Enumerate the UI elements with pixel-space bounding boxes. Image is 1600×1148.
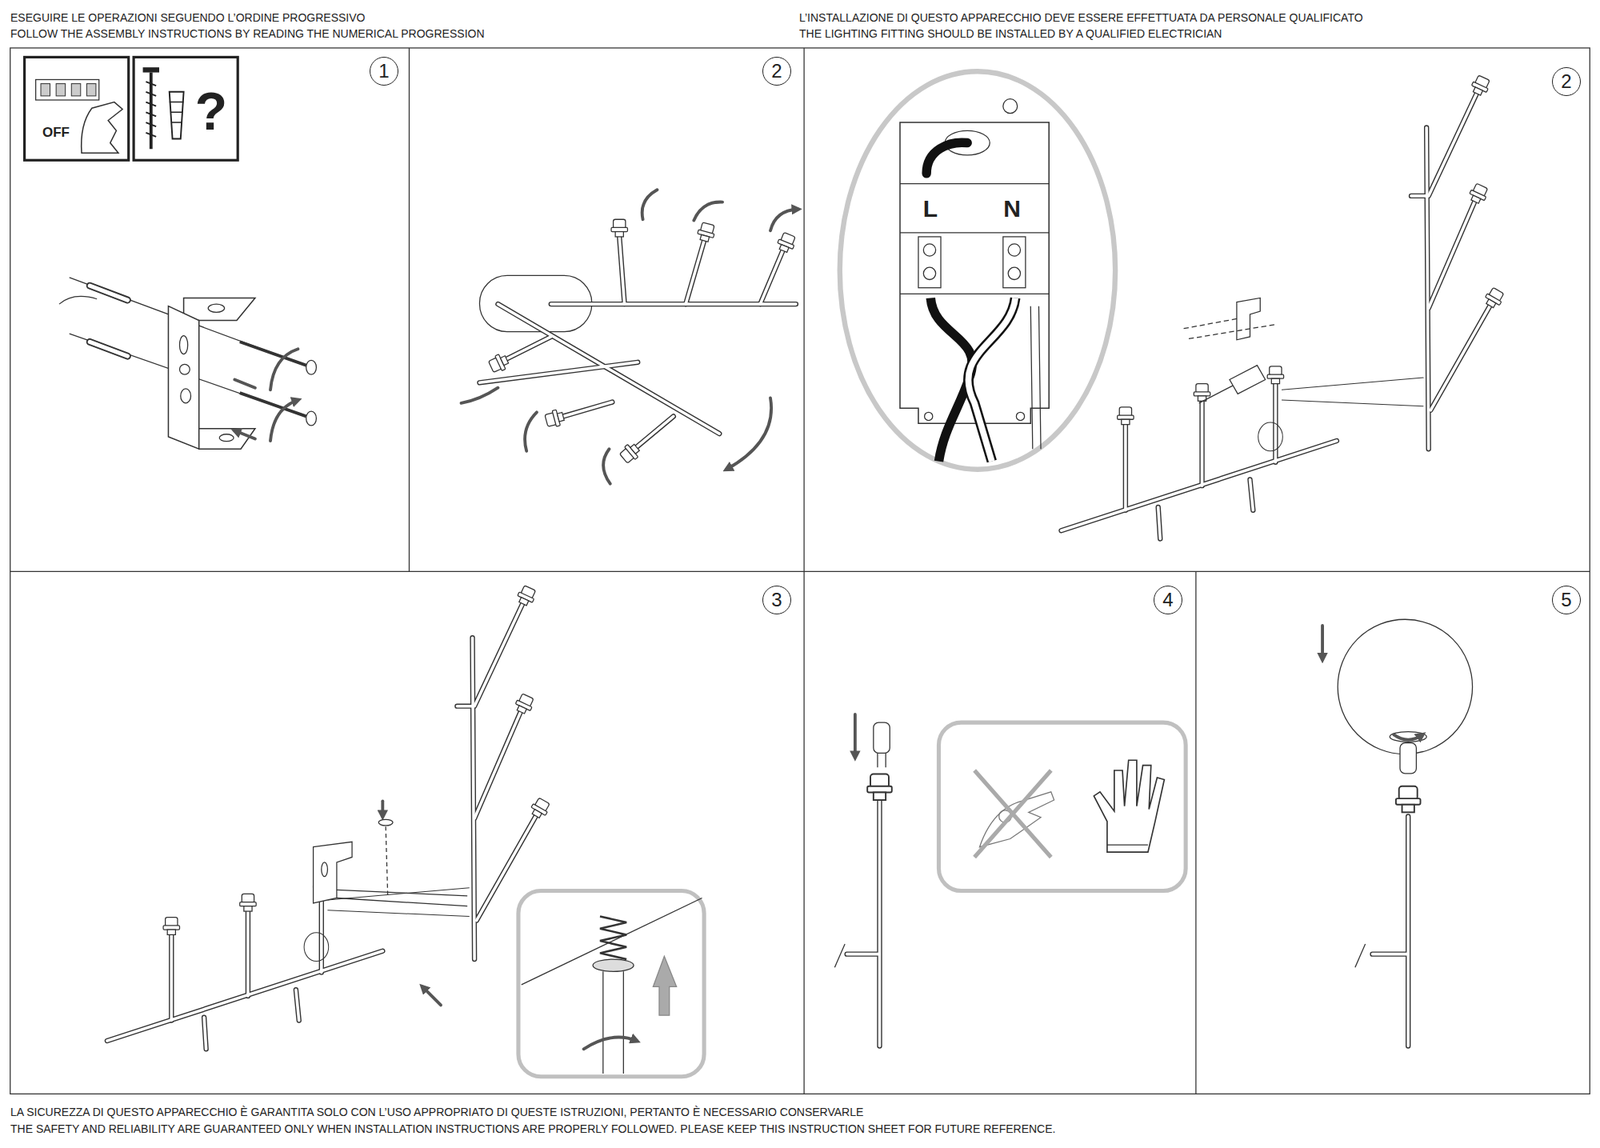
footer-note: THE SAFETY AND RELIABILITY ARE GUARANTEE… bbox=[10, 1122, 1056, 1136]
header-note: ESEGUIRE LE OPERAZIONI SEGUENDO L’ORDINE… bbox=[10, 11, 365, 25]
step-number: 3 bbox=[771, 590, 782, 610]
footer-note: LA SICUREZZA DI QUESTO APPARECCHIO È GAR… bbox=[10, 1105, 864, 1120]
header-note: FOLLOW THE ASSEMBLY INSTRUCTIONS BY READ… bbox=[10, 27, 485, 41]
step-number: 2 bbox=[1560, 72, 1572, 92]
step-number-circle: 2 bbox=[1552, 67, 1581, 96]
bulb-insertion bbox=[834, 714, 892, 1047]
power-off-icon bbox=[24, 56, 129, 160]
header-warning: THE LIGHTING FITTING SHOULD BE INSTALLED… bbox=[799, 27, 1222, 41]
fitting-mounting bbox=[107, 584, 552, 1050]
step-number: 1 bbox=[378, 61, 389, 81]
step-number-circle: 1 bbox=[369, 56, 399, 86]
switch-label: OFF bbox=[42, 124, 70, 141]
terminal-label: N bbox=[1003, 194, 1021, 224]
step-number-circle: 4 bbox=[1153, 585, 1183, 615]
question-mark: ? bbox=[195, 80, 228, 144]
fitting-wiring bbox=[1061, 74, 1506, 540]
step-number: 4 bbox=[1162, 590, 1173, 610]
step-number-circle: 5 bbox=[1552, 585, 1581, 615]
wall-bracket-fixing bbox=[59, 277, 316, 449]
panel-frame bbox=[10, 48, 1590, 1094]
step-number-circle: 2 bbox=[762, 56, 792, 86]
header-warning: L’INSTALLAZIONE DI QUESTO APPARECCHIO DE… bbox=[799, 11, 1364, 25]
terminal-label: L bbox=[923, 194, 938, 224]
step-number-circle: 3 bbox=[762, 585, 792, 615]
unpacked-fitting bbox=[461, 189, 799, 484]
glove-warning bbox=[938, 722, 1186, 891]
fixings-icon bbox=[133, 56, 238, 160]
terminal-block-detail bbox=[840, 71, 1116, 469]
globe-fitting bbox=[1322, 619, 1473, 1046]
step-number: 2 bbox=[771, 61, 782, 81]
screw-tightening-detail bbox=[518, 891, 704, 1077]
step-number: 5 bbox=[1560, 590, 1572, 610]
